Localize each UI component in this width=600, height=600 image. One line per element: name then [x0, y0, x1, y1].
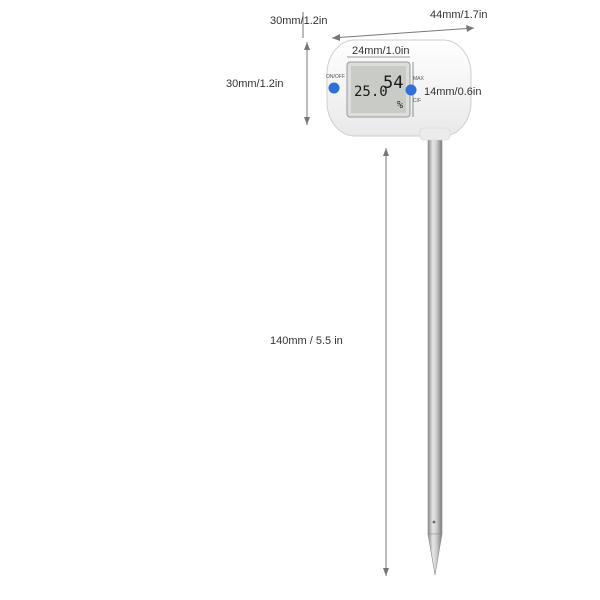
- width-label: 44mm/1.7in: [430, 9, 487, 21]
- metal-probe: [427, 137, 443, 576]
- probe-length-dimension-line: 140mm / 5.5 in: [270, 148, 389, 576]
- depth-dimension-line: 30mm/1.2in: [270, 12, 327, 38]
- screen-width-dimension: 24mm/1.0in: [347, 45, 410, 58]
- height-label: 30mm/1.2in: [226, 78, 283, 90]
- cf-label: C/F: [413, 98, 421, 104]
- width-dimension-line: 44mm/1.7in: [331, 9, 487, 41]
- screen-height-label: 14mm/0.6in: [424, 86, 481, 98]
- screen-width-label: 24mm/1.0in: [352, 45, 409, 57]
- lcd-humidity: 54: [383, 73, 403, 93]
- height-dimension-line: 30mm/1.2in: [226, 42, 310, 125]
- probe-length-label: 140mm / 5.5 in: [270, 335, 343, 347]
- on-off-button[interactable]: ON/OFF: [326, 74, 345, 94]
- lcd-humidity-unit: %: [397, 100, 403, 111]
- depth-label: 30mm/1.2in: [270, 15, 327, 27]
- max-button[interactable]: MAX C/F: [405, 76, 425, 104]
- lcd-temperature: 25.0: [354, 84, 388, 100]
- on-off-label: ON/OFF: [326, 74, 345, 80]
- max-label: MAX: [413, 76, 425, 82]
- lcd-screen: 25.0 54 %: [346, 61, 411, 118]
